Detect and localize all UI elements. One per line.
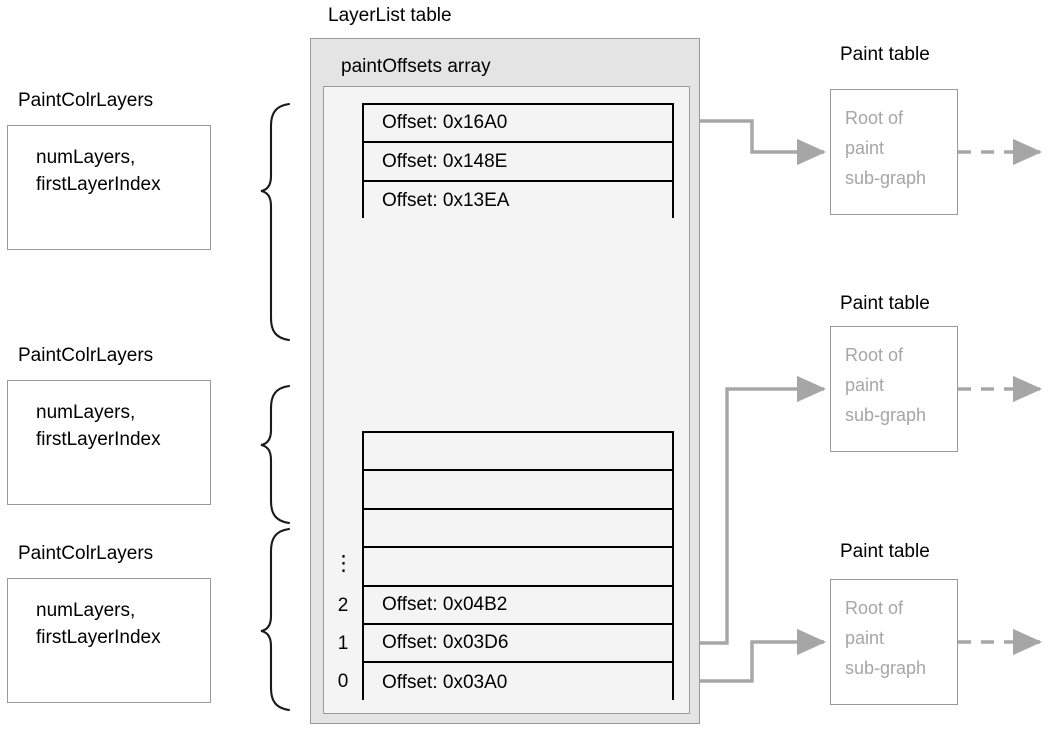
table-row[interactable]: Offset: 0x04B2	[364, 586, 672, 625]
paint-table-box-1[interactable]: Root of paint sub-graph	[830, 89, 958, 215]
offset-value: Offset: 0x148E	[382, 150, 508, 172]
paintoffsets-array-label: paintOffsets array	[341, 56, 491, 77]
paintcolrlayers-fields-1: numLayers, firstLayerIndex	[36, 147, 161, 195]
paint-table-title-2: Paint table	[840, 293, 930, 314]
row-index-0: 0	[337, 671, 349, 692]
connector-offset-03d6	[674, 375, 827, 645]
offset-rows-top-group: Offset: 0x16A0 Offset: 0x148E Offset: 0x…	[362, 103, 674, 221]
paintcolrlayers-box-1[interactable]: numLayers, firstLayerIndex	[7, 125, 211, 250]
paintcolrlayers-box-2[interactable]: numLayers, firstLayerIndex	[7, 380, 211, 505]
paint-table-title-1: Paint table	[840, 44, 930, 65]
paintcolrlayers-fields-2: numLayers, firstLayerIndex	[36, 402, 161, 450]
paintcolrlayers-title-1: PaintColrLayers	[18, 90, 154, 111]
table-row[interactable]	[364, 433, 672, 472]
row-index-1: 1	[337, 633, 349, 654]
paint-table-box-3[interactable]: Root of paint sub-graph	[830, 579, 958, 705]
paint-table-box-2[interactable]: Root of paint sub-graph	[830, 326, 958, 452]
row-index-ellipsis: ⋮	[333, 552, 354, 575]
paintcolrlayers-fields-3: numLayers, firstLayerIndex	[36, 600, 161, 648]
table-row[interactable]	[364, 548, 672, 587]
paint-table-title-3: Paint table	[840, 541, 930, 562]
layerlist-table-title: LayerList table	[328, 5, 452, 26]
offset-value: Offset: 0x16A0	[382, 112, 508, 134]
paintcolrlayers-title-2: PaintColrLayers	[18, 345, 154, 366]
offset-value: Offset: 0x04B2	[382, 593, 508, 615]
brace-group-3	[260, 527, 291, 712]
brace-group-2	[260, 384, 291, 525]
table-row[interactable]	[364, 509, 672, 549]
offset-value: Offset: 0x13EA	[382, 189, 510, 211]
paintcolrlayers-title-3: PaintColrLayers	[18, 543, 154, 564]
connector-offset-03a0	[674, 628, 827, 683]
table-row[interactable]: Offset: 0x03A0	[364, 663, 672, 702]
offset-value: Offset: 0x03A0	[382, 671, 508, 693]
paintcolrlayers-box-3[interactable]: numLayers, firstLayerIndex	[7, 578, 211, 703]
table-row[interactable]: Offset: 0x03D6	[364, 624, 672, 664]
table-row[interactable]	[364, 471, 672, 510]
table-row[interactable]: Offset: 0x148E	[364, 143, 672, 182]
brace-group-1	[260, 102, 291, 342]
table-row[interactable]: Offset: 0x16A0	[364, 105, 672, 144]
connector-offset-16a0	[674, 119, 827, 166]
row-index-2: 2	[337, 595, 349, 616]
table-row[interactable]: Offset: 0x13EA	[364, 181, 672, 221]
offset-value: Offset: 0x03D6	[382, 632, 509, 654]
paint-table-text-2: Root of paint sub-graph	[845, 345, 927, 425]
paint-table-text-3: Root of paint sub-graph	[845, 598, 927, 678]
offset-rows-bottom-group: Offset: 0x04B2 Offset: 0x03D6 Offset: 0x…	[362, 431, 674, 702]
paint-table-text-1: Root of paint sub-graph	[845, 108, 927, 188]
